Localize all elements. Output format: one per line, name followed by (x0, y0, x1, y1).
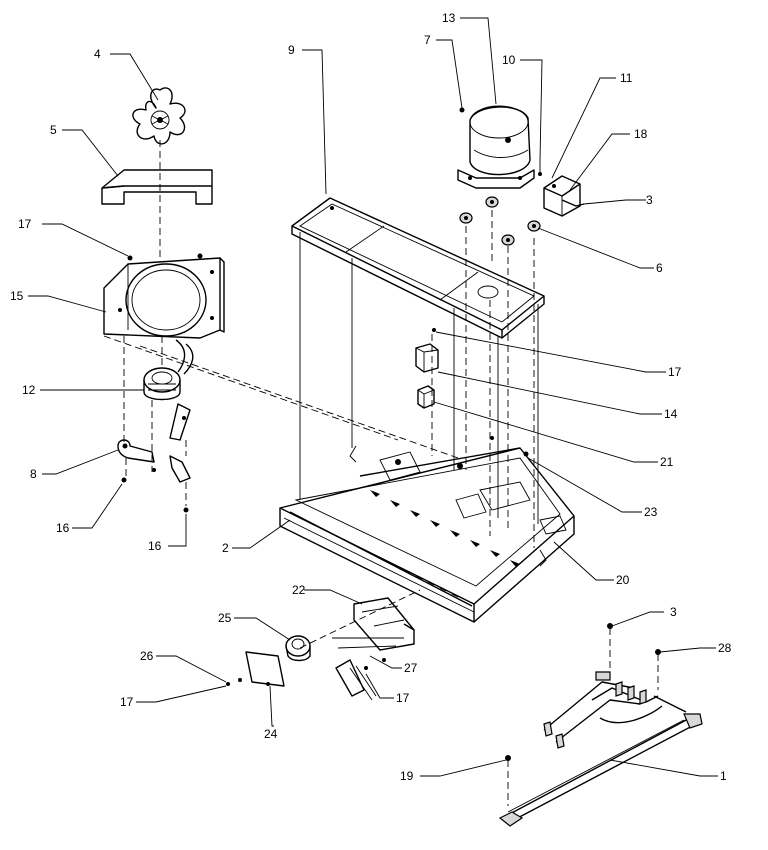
callout-26: 26 (140, 649, 154, 663)
callout-9: 9 (288, 43, 295, 57)
damper-motor (285, 635, 311, 662)
callout-24: 24 (264, 727, 278, 741)
callout-28: 28 (718, 641, 732, 655)
callout-7: 7 (424, 33, 431, 47)
callout-25: 25 (218, 611, 232, 625)
callout-13: 13 (442, 11, 456, 25)
callout-16b: 16 (148, 539, 162, 553)
callout-17a: 17 (18, 217, 32, 231)
leader-lines (28, 17, 718, 777)
callout-18: 18 (634, 127, 648, 141)
screw-23 (523, 451, 529, 457)
relay (538, 172, 585, 217)
callout-20: 20 (616, 573, 630, 587)
base-pan (279, 436, 575, 623)
callout-17d: 17 (120, 695, 134, 709)
callout-14: 14 (664, 407, 678, 421)
callout-16a: 16 (56, 521, 70, 535)
base-feet (370, 490, 520, 567)
mounting-plate (291, 197, 545, 339)
callout-23: 23 (644, 505, 658, 519)
callout-12: 12 (22, 383, 36, 397)
callout-2: 2 (222, 541, 229, 555)
callout-21: 21 (660, 455, 674, 469)
heater-element (335, 659, 377, 701)
compressor (457, 105, 535, 189)
callout-27: 27 (404, 661, 418, 675)
callout-22: 22 (292, 583, 306, 597)
callout-4: 4 (94, 47, 101, 61)
callout-17b: 17 (668, 365, 682, 379)
grille-bracket (353, 597, 415, 651)
callout-6: 6 (656, 261, 663, 275)
start-capacitor (415, 343, 439, 373)
callout-1: 1 (720, 769, 727, 783)
screw-16b (183, 507, 189, 513)
callout-19: 19 (400, 769, 414, 783)
callout-labels: 4 5 17 15 12 8 16 16 9 7 13 10 11 18 3 6… (10, 11, 732, 783)
switch (417, 385, 435, 409)
screw-3b (607, 623, 613, 629)
callout-3b: 3 (670, 605, 677, 619)
fan-motor (143, 339, 194, 401)
grommets (459, 196, 541, 246)
base-louvers (295, 515, 459, 598)
callout-8: 8 (30, 467, 37, 481)
motor-clips (117, 403, 191, 483)
screw-17a (127, 255, 133, 261)
cover-plate (226, 651, 285, 687)
screw-19 (505, 755, 511, 761)
callout-3a: 3 (646, 193, 653, 207)
screw-17c (432, 328, 436, 332)
fan-bracket (103, 257, 225, 339)
fan-blade (132, 87, 186, 145)
callout-17c: 17 (396, 691, 410, 705)
screw-28 (655, 649, 661, 655)
callout-10: 10 (502, 53, 516, 67)
screw-17b (197, 253, 203, 259)
callout-15: 15 (10, 289, 24, 303)
wire-harness (498, 671, 703, 827)
screw-16a (121, 477, 127, 483)
callout-11: 11 (620, 71, 633, 85)
fan-shroud (101, 169, 213, 205)
callout-5: 5 (50, 123, 57, 137)
